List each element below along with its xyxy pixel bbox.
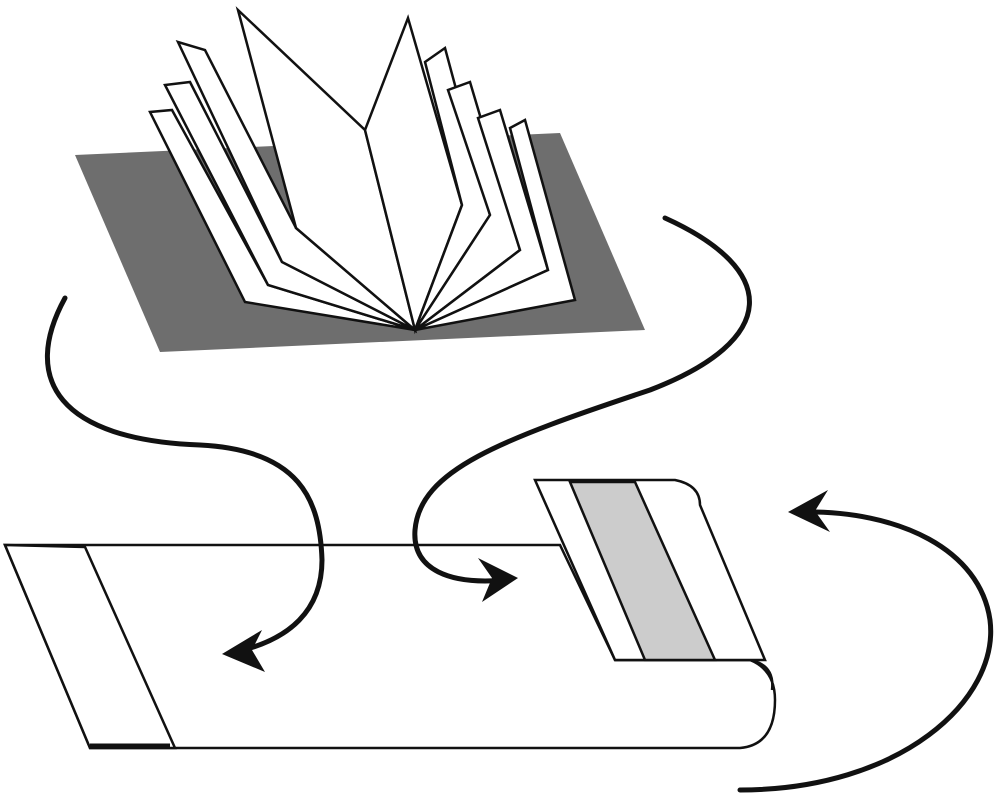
curved-arrow-left-icon (44, 295, 325, 655)
arrowhead-center (478, 558, 518, 602)
curved-arrow-center-icon (412, 215, 752, 584)
arrowhead-left (222, 630, 265, 672)
arrowhead-right (788, 490, 830, 532)
flap-band (568, 480, 717, 662)
folded-flap (533, 478, 767, 662)
curved-arrow-right-icon (737, 509, 994, 793)
cover-left-flap (3, 543, 177, 750)
open-book-icon (148, 6, 577, 335)
